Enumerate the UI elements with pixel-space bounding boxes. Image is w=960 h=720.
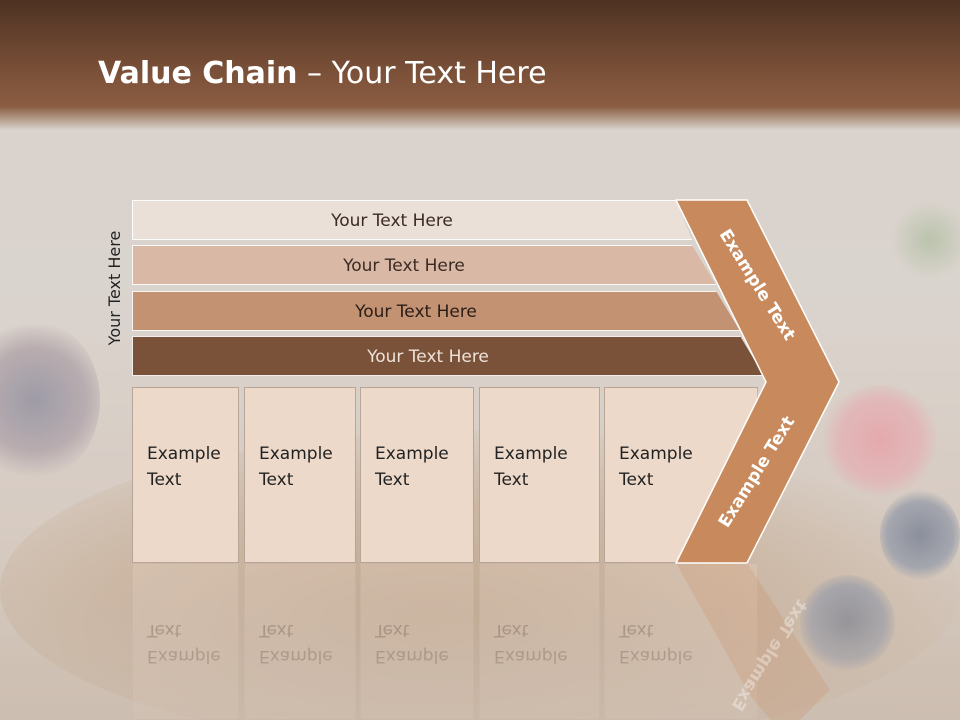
example-box-2: Example Text: [244, 387, 356, 563]
box-line2: Text: [375, 470, 410, 490]
box-line1: Example: [494, 444, 568, 464]
bar-2: Your Text Here: [132, 245, 716, 285]
example-box-1: Example Text: [132, 387, 239, 563]
box-line1: Example: [619, 444, 693, 464]
box-line1: Example: [147, 444, 221, 464]
box-line2: Text: [259, 470, 294, 490]
title-rest: – Your Text Here: [297, 56, 547, 91]
raspberry-blur: [820, 385, 940, 495]
title-bold: Value Chain: [98, 56, 298, 91]
slide-title: Value Chain – Your Text Here: [98, 55, 547, 93]
bar-3: Your Text Here: [132, 291, 740, 331]
bar-4: Your Text Here: [132, 336, 764, 376]
example-box-5: Example Text: [604, 387, 758, 563]
side-label: Your Text Here: [105, 230, 124, 346]
title-band: [0, 0, 960, 130]
box-line1: Example: [259, 444, 333, 464]
example-box-3: Example Text: [360, 387, 474, 563]
box-line2: Text: [494, 470, 529, 490]
berry-blur-left: [0, 320, 100, 480]
box-line1: Example: [375, 444, 449, 464]
bar-1: Your Text Here: [132, 200, 692, 240]
example-box-4: Example Text: [479, 387, 600, 563]
box-line2: Text: [619, 470, 654, 490]
box-line2: Text: [147, 470, 182, 490]
leaf-blur: [890, 200, 960, 280]
